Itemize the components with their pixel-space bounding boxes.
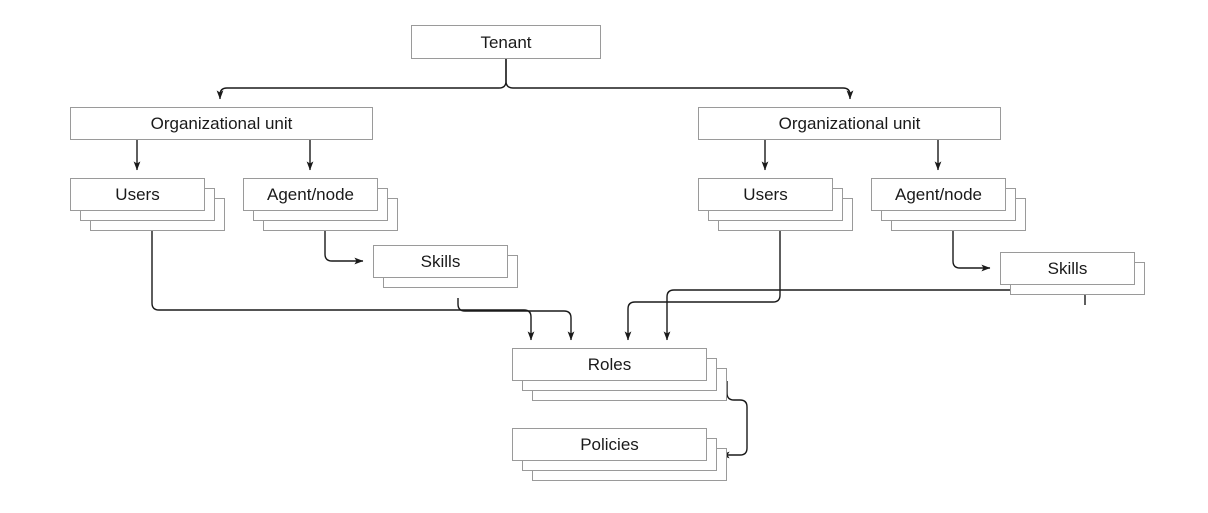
node-agent-right-label: Agent/node: [895, 185, 982, 204]
node-organizational-unit-left[interactable]: Organizational unit: [70, 107, 373, 140]
node-policies-label: Policies: [580, 435, 639, 454]
edge-agent-right-to-skills-right: [952, 231, 991, 272]
node-skills-left[interactable]: Skills: [373, 245, 508, 278]
edge-skills-right-to-roles: [663, 289, 1086, 341]
node-users-left[interactable]: Users: [70, 178, 205, 211]
node-skills-right-label: Skills: [1047, 259, 1088, 278]
node-skills-left-label: Skills: [420, 252, 461, 271]
node-roles[interactable]: Roles: [512, 348, 707, 381]
node-tenant-label: Tenant: [480, 32, 532, 52]
node-users-right[interactable]: Users: [698, 178, 833, 211]
edge-users-right-to-roles: [624, 231, 781, 341]
node-users-right-label: Users: [743, 185, 788, 204]
node-skills-right[interactable]: Skills: [1000, 252, 1135, 285]
edge-tenant-to-ou-right: [505, 59, 854, 100]
edge-agent-left-to-skills-left: [324, 231, 364, 265]
node-roles-label: Roles: [587, 355, 632, 374]
node-agent-left-label: Agent/node: [267, 185, 354, 204]
node-tenant[interactable]: Tenant: [411, 25, 601, 59]
node-agent-left[interactable]: Agent/node: [243, 178, 378, 211]
node-policies[interactable]: Policies: [512, 428, 707, 461]
node-organizational-unit-left-label: Organizational unit: [150, 114, 293, 133]
node-agent-right[interactable]: Agent/node: [871, 178, 1006, 211]
edge-skills-left-to-roles: [457, 298, 575, 341]
node-users-left-label: Users: [115, 185, 160, 204]
edge-tenant-to-ou-left: [216, 59, 507, 100]
node-organizational-unit-right[interactable]: Organizational unit: [698, 107, 1001, 140]
node-organizational-unit-right-label: Organizational unit: [778, 114, 921, 133]
